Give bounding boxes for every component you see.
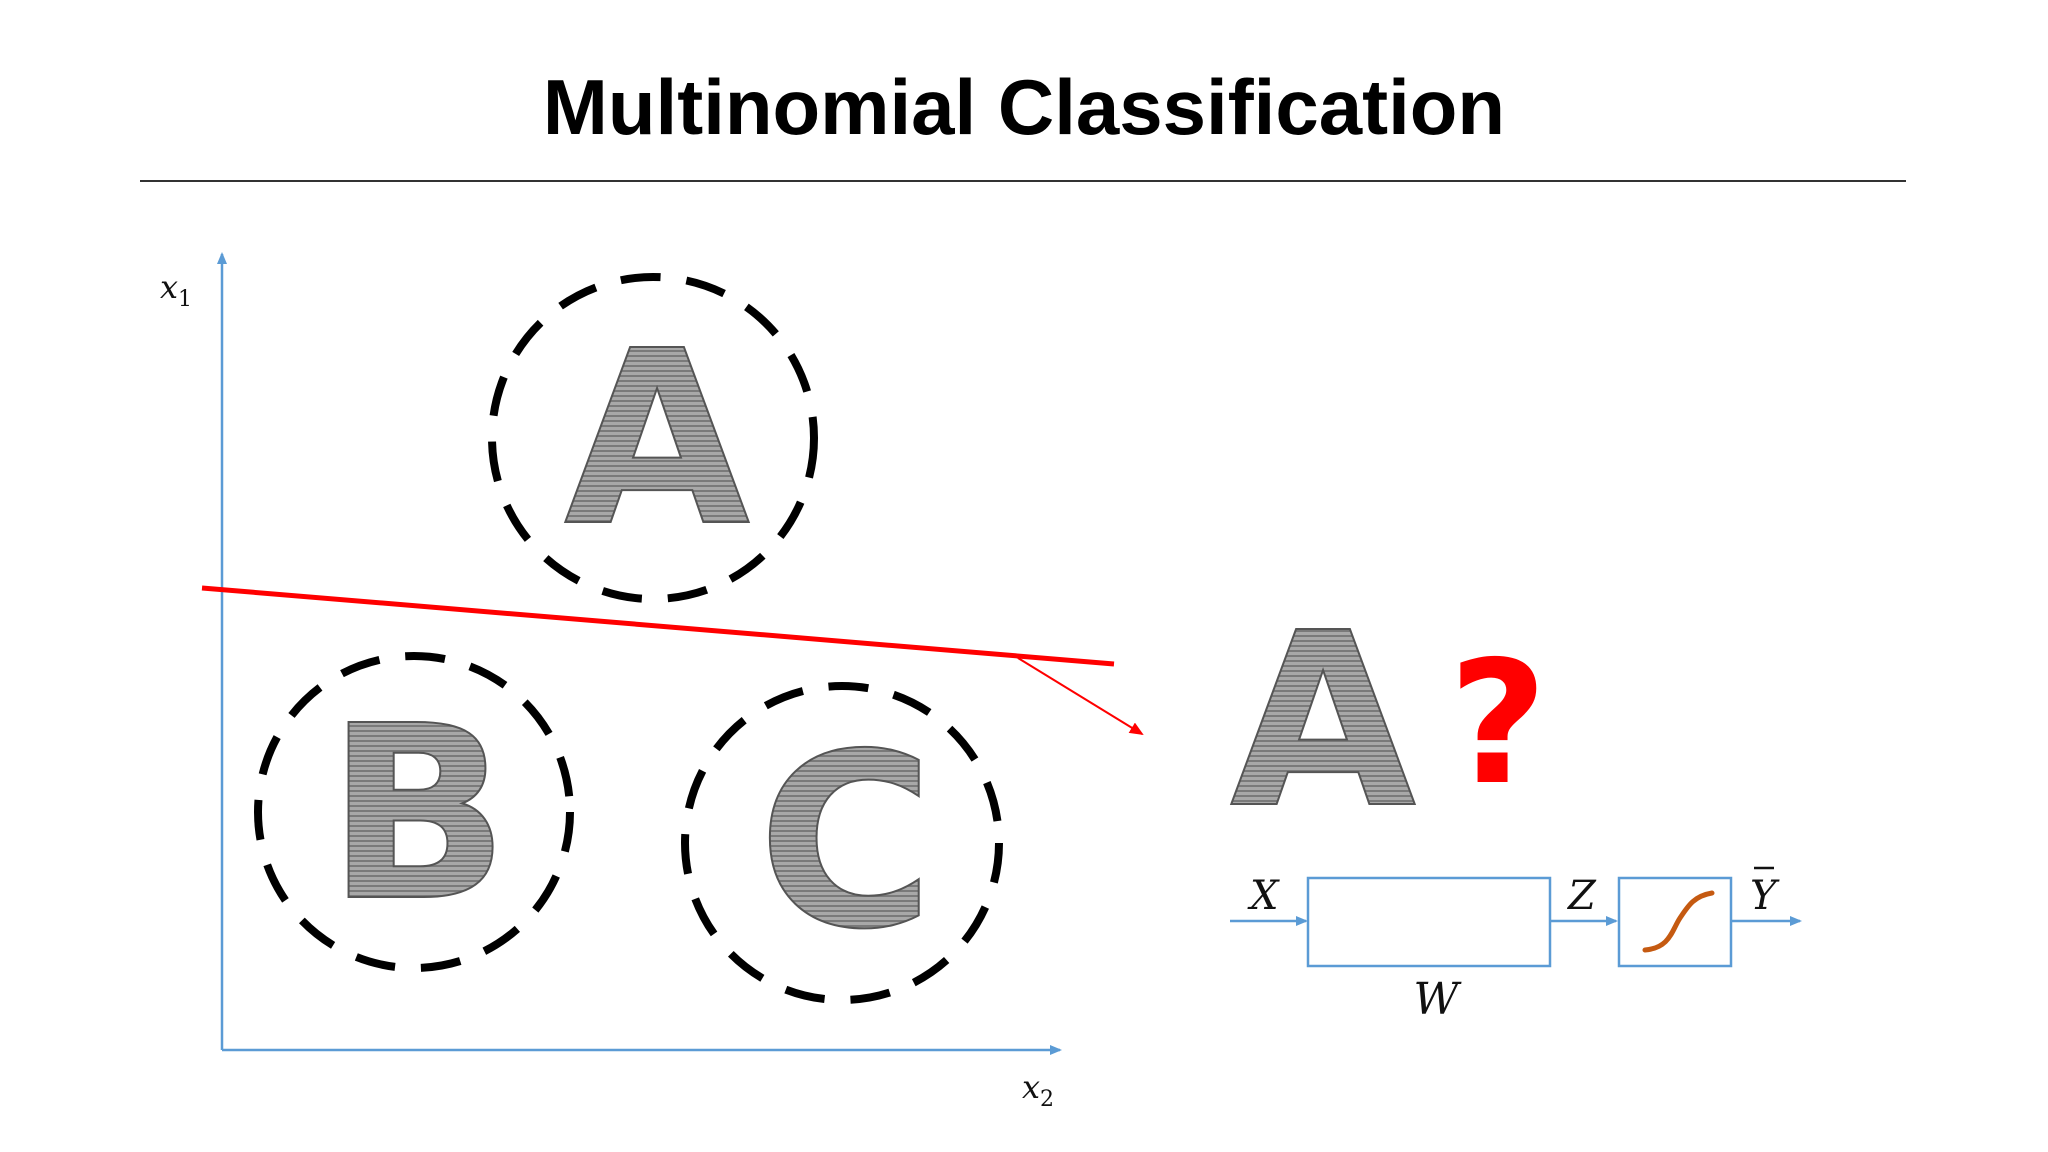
slide-title: Multinomial Classification	[542, 63, 1506, 151]
decision-boundary	[201, 585, 1115, 667]
cluster-a-boundary	[488, 273, 818, 603]
output-label: Y	[1750, 873, 1780, 919]
cluster-b-letter: B	[327, 674, 510, 954]
x2-axis-label: x2	[1022, 1068, 1054, 1112]
weight-label: W	[1413, 974, 1462, 1025]
cluster-a-letter: A	[564, 299, 750, 579]
boundary-pointer-arrow	[1017, 657, 1144, 736]
query-question-mark: ?	[1449, 625, 1548, 823]
cluster-b-boundary	[254, 652, 574, 972]
cluster-b: B	[254, 652, 574, 972]
cluster-a: A	[488, 273, 818, 603]
query-letter: A	[1230, 581, 1416, 861]
cluster-c-boundary	[681, 682, 1003, 1004]
x1-axis-label: x1	[160, 268, 192, 312]
cluster-c-letter: C	[758, 702, 934, 982]
input-label: X	[1247, 873, 1280, 919]
cluster-c: C	[681, 682, 1003, 1004]
logit-label: Z	[1566, 873, 1597, 919]
linear-weight-box	[1306, 876, 1552, 968]
title-divider	[140, 180, 1906, 182]
model-pipeline: X W Z Y	[1230, 866, 1802, 1025]
sigmoid-curve-icon	[1642, 890, 1715, 953]
